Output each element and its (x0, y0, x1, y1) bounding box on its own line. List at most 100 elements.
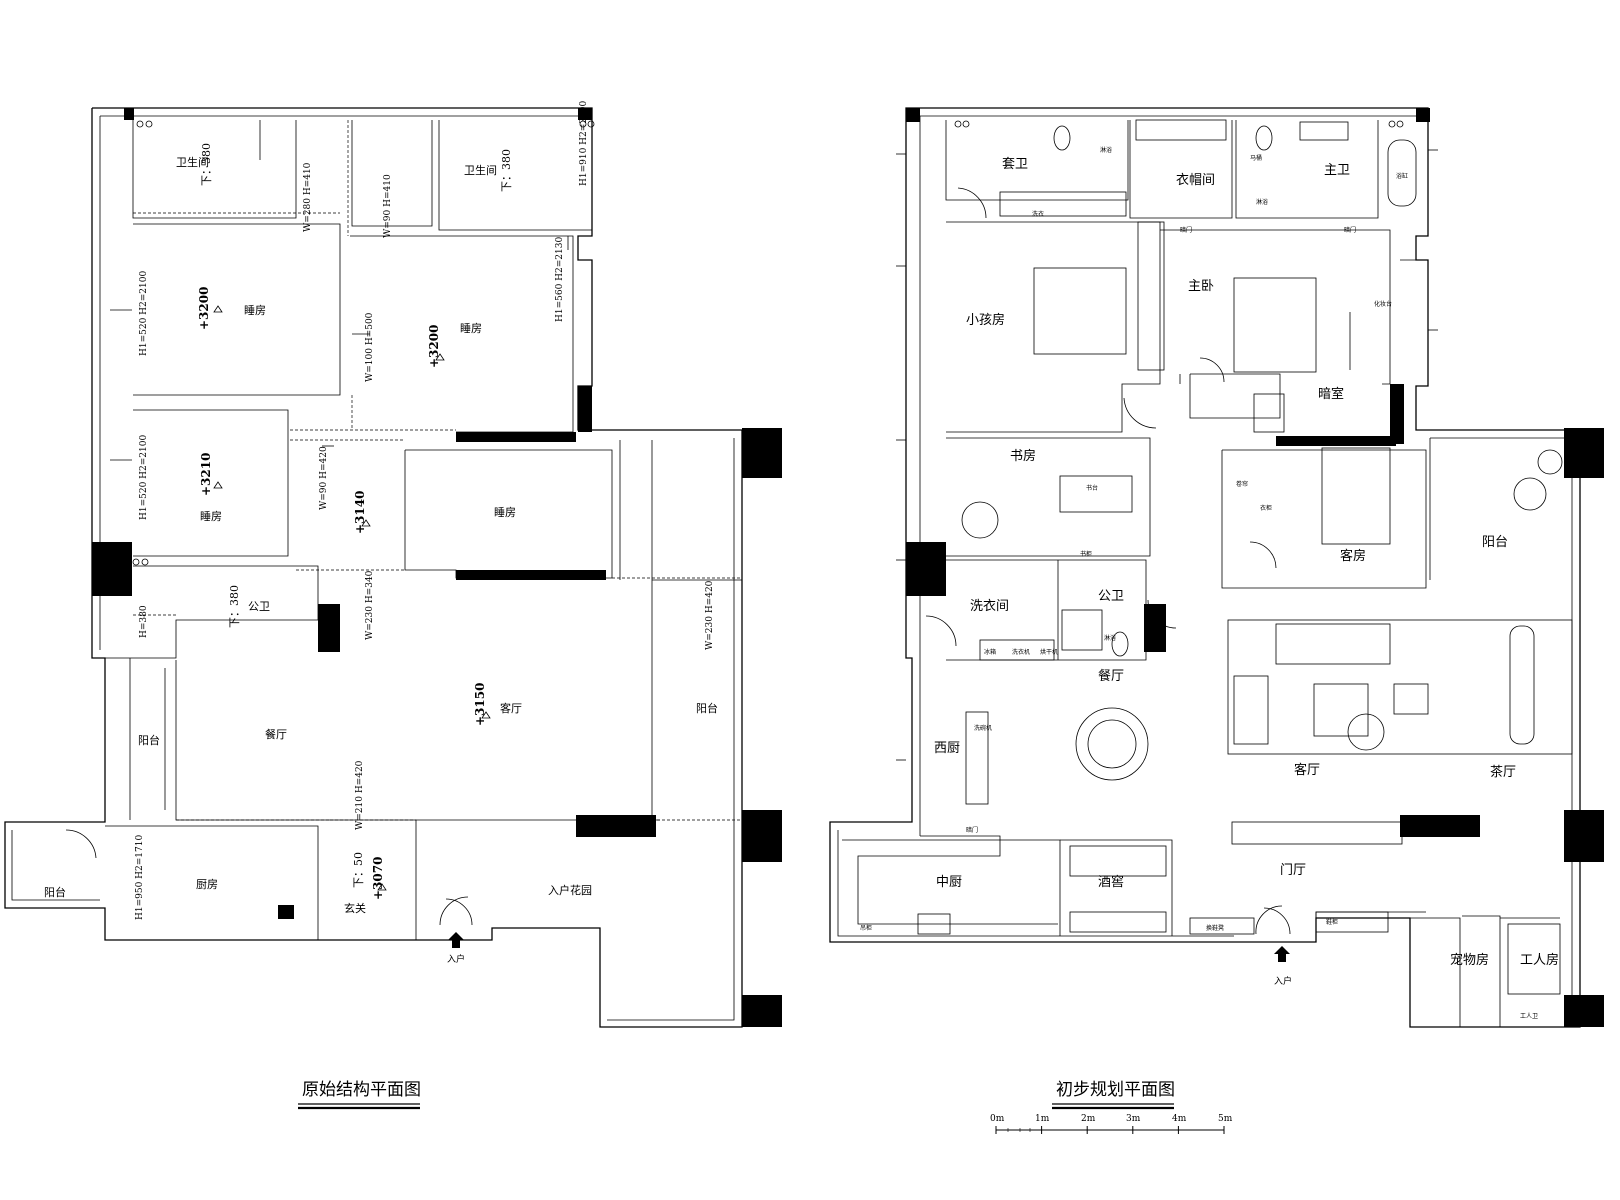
room-label: 套卫 (1002, 156, 1028, 172)
fixture-label: 化妆台 (1374, 300, 1392, 308)
fixture-label: 卷帘 (1236, 480, 1248, 488)
room-label: 客厅 (1294, 762, 1320, 778)
fixture-label: 暗门 (1344, 226, 1356, 234)
opening-dim: W=100 H=500 (365, 312, 375, 382)
fixture-label: 洗衣 (1032, 210, 1044, 218)
fixture-label: 换鞋凳 (1206, 924, 1224, 932)
room-label: 卫生间 (176, 155, 209, 169)
room-label: 阳台 (138, 733, 160, 747)
right-plan-caption: 初步规划平面图 (1056, 1080, 1175, 1100)
room-label: 公卫 (1098, 589, 1124, 604)
room-label: 门厅 (1280, 863, 1306, 878)
opening-dim: H1=950 H2=1710 (135, 835, 145, 920)
room-label: 睡房 (460, 322, 482, 335)
level-mark: +3200 (197, 287, 211, 330)
scale-tick-label: 0m (990, 1114, 1005, 1124)
fixture-label: 淋浴 (1104, 634, 1116, 642)
scale-bar: 0m 1m 2m 3m 4m 5m (990, 1114, 1233, 1134)
room-label: 餐厅 (1098, 668, 1124, 684)
room-label: 睡房 (200, 510, 222, 523)
left-plan-openings (133, 120, 742, 821)
fixture-label: 鞋柜 (1326, 918, 1338, 926)
fixture-label: 马桶 (1250, 154, 1262, 162)
opening-dim: H1=520 H2=2100 (139, 271, 149, 356)
opening-dim: H=380 (139, 605, 149, 638)
fixture-label: 浴缸 (1396, 172, 1408, 180)
room-label: 卫生间 (464, 163, 497, 177)
room-label: 玄关 (344, 901, 366, 915)
room-label: 睡房 (494, 506, 516, 519)
opening-dim: W=230 H=420 (705, 580, 715, 650)
right-plan-doors (925, 187, 1291, 962)
room-label: 厨房 (196, 878, 218, 891)
scale-tick-label: 2m (1081, 1114, 1096, 1124)
fixture-label: 洗衣机 (1012, 648, 1030, 656)
fixture-label: 工人卫 (1520, 1013, 1538, 1020)
scale-tick-label: 5m (1218, 1114, 1233, 1124)
left-plan-labels: 卫生间 卫生间 睡房 睡房 睡房 睡房 公卫 阳台 餐厅 客厅 阳台 阳台 厨房… (44, 155, 718, 965)
fixture-label: 冰箱 (984, 648, 996, 656)
left-plan-doors (65, 829, 473, 948)
level-mark: +3070 (371, 857, 385, 900)
opening-dim: W=230 H=340 (365, 570, 375, 640)
left-plan-columns (92, 108, 782, 1027)
opening-dim: W=210 H=420 (355, 760, 365, 830)
right-plan-columns (906, 108, 1604, 1027)
fixture-label: 暗门 (966, 826, 978, 834)
left-plan-levels: +3200 +3200 +3210 +3140 +3150 +3070 下：38… (197, 143, 513, 900)
scale-tick-label: 3m (1126, 1114, 1141, 1124)
fixture-label: 烘干机 (1040, 648, 1058, 656)
left-plan-dimensions: W=280 H=410 W=90 H=410 H1=910 H2=2100 H1… (110, 101, 715, 920)
room-label: 阳台 (1482, 535, 1508, 550)
fixture-label: 吊柜 (860, 924, 872, 932)
level-mark: +3150 (473, 683, 487, 726)
room-label: 睡房 (244, 304, 266, 317)
room-label: 西厨 (934, 741, 960, 756)
left-plan-caption: 原始结构平面图 (302, 1080, 421, 1100)
room-label: 公卫 (248, 600, 270, 613)
room-label: 入户花园 (548, 883, 592, 897)
level-mark: +3140 (353, 491, 367, 534)
room-label: 工人房 (1520, 952, 1559, 968)
drop-mark: 下：380 (228, 585, 241, 628)
fixture-label: 衣柜 (1260, 504, 1272, 512)
room-label: 书房 (1010, 448, 1036, 464)
room-label: 宠物房 (1450, 952, 1489, 968)
drop-mark: 下：50 (352, 852, 365, 888)
level-mark: +3210 (199, 453, 213, 496)
room-label: 洗衣间 (970, 598, 1009, 614)
right-plan: 套卫 衣帽间 主卫 小孩房 主卧 暗室 书房 客房 阳台 洗衣间 公卫 餐厅 西… (829, 107, 1604, 1110)
room-label: 主卫 (1324, 163, 1350, 178)
drop-mark: 下：380 (200, 143, 213, 186)
fixture-label: 暗门 (1180, 226, 1192, 234)
scale-tick-label: 1m (1035, 1114, 1050, 1124)
room-label: 小孩房 (966, 312, 1005, 328)
right-plan-furniture (842, 119, 1573, 995)
fixture-label: 洗碗机 (974, 724, 992, 732)
fixture-label: 淋浴 (1256, 198, 1268, 206)
room-label: 客厅 (500, 701, 522, 715)
right-plan-labels: 套卫 衣帽间 主卫 小孩房 主卧 暗室 书房 客房 阳台 洗衣间 公卫 餐厅 西… (934, 156, 1559, 987)
scale-tick-label: 4m (1172, 1114, 1187, 1124)
room-label: 阳台 (44, 885, 66, 899)
room-label: 酒窖 (1098, 874, 1124, 890)
opening-dim: W=90 H=420 (319, 446, 329, 510)
level-mark: +3200 (427, 325, 441, 368)
fixture-label: 淋浴 (1100, 146, 1112, 154)
room-label: 餐厅 (265, 727, 287, 741)
room-label: 衣帽间 (1176, 172, 1215, 188)
room-label: 茶厅 (1490, 764, 1516, 780)
room-label: 阳台 (696, 701, 718, 715)
opening-dim: W=90 H=410 (383, 174, 393, 238)
entry-label: 入户 (447, 953, 465, 965)
room-label: 中厨 (936, 875, 962, 890)
room-label: 客房 (1340, 548, 1366, 564)
right-plan-small-labels: 淋浴 洗衣 马桶 淋浴 浴缸 暗门 暗门 书台 书柜 淋浴 卷帘 衣柜 鞋柜 换… (860, 146, 1538, 1020)
room-label: 主卧 (1188, 279, 1214, 294)
fixture-label: 书柜 (1080, 550, 1092, 558)
opening-dim: H1=520 H2=2100 (139, 435, 149, 520)
left-plan: 卫生间 卫生间 睡房 睡房 睡房 睡房 公卫 阳台 餐厅 客厅 阳台 阳台 厨房… (4, 101, 782, 1110)
drop-mark: 下：380 (500, 149, 513, 192)
room-label: 暗室 (1318, 386, 1344, 402)
